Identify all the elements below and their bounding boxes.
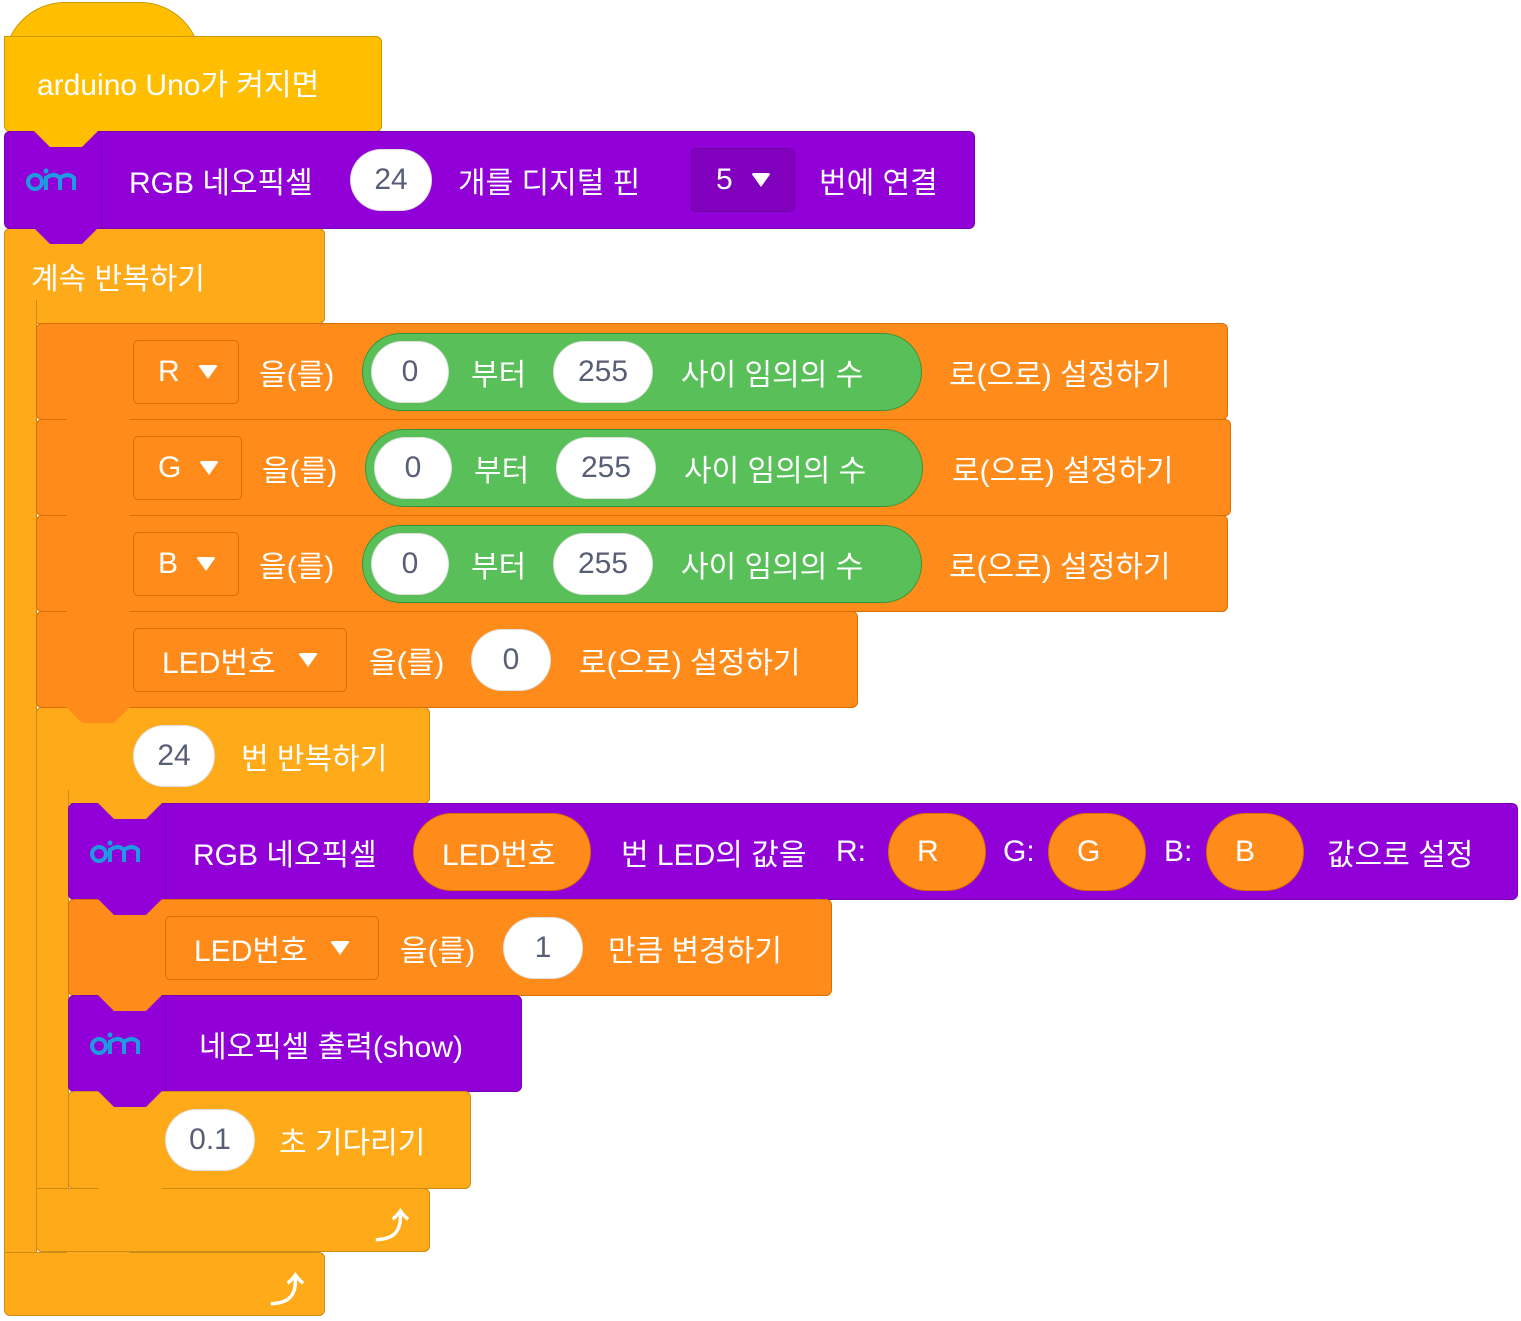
random-to-input[interactable]: 255: [553, 340, 653, 403]
b-label: B:: [1164, 834, 1193, 868]
neopixel-set-color-block[interactable]: RGB 네오픽셀 LED번호 번 LED의 값을 R: R G: G B: B …: [68, 803, 1518, 900]
block-notch: [34, 228, 98, 244]
forever-bottom: ⤴: [4, 1252, 325, 1316]
random-to-input[interactable]: 255: [553, 532, 653, 595]
random-to-input[interactable]: 255: [556, 436, 656, 499]
when-arduino-starts-block[interactable]: arduino Uno가 켜지면: [4, 36, 382, 132]
variable-name: B: [158, 546, 179, 580]
repeat-label: 번 반복하기: [241, 742, 388, 776]
chevron-down-icon: [750, 173, 771, 187]
connect-label: 번에 연결: [819, 167, 938, 200]
block-notch: [66, 515, 130, 531]
random-reporter[interactable]: 0 부터 255 사이 임의의 수: [362, 332, 922, 411]
set-label: 로(으로) 설정하기: [949, 550, 1171, 584]
wait-block[interactable]: 0.1 초 기다리기: [68, 1091, 471, 1189]
neopixel-show-block[interactable]: 네오픽셀 출력(show): [68, 995, 522, 1092]
by-label: 을(를): [400, 934, 476, 968]
hat-label: arduino Uno가 켜지면: [37, 69, 320, 103]
to-label: 을(를): [259, 358, 335, 392]
forever-label: 계속 반복하기: [31, 263, 205, 296]
block-notch: [66, 707, 130, 723]
chevron-down-icon: [196, 556, 217, 571]
chevron-down-icon: [297, 652, 318, 667]
value-input[interactable]: 0: [471, 628, 551, 691]
digital-pin-label: 개를 디지털 핀: [458, 167, 641, 200]
random-reporter[interactable]: 0 부터 255 사이 임의의 수: [365, 428, 923, 507]
set-label: 로(으로) 설정하기: [949, 358, 1171, 392]
led-number-reporter[interactable]: LED번호: [413, 812, 591, 891]
to-label: 을(를): [262, 454, 338, 488]
set-b-block[interactable]: B 을(를) 0 부터 255 사이 임의의 수 로(으로) 설정하기: [36, 515, 1228, 612]
wait-seconds-input[interactable]: 0.1: [165, 1109, 255, 1171]
block-notch: [98, 995, 162, 1011]
block-notch: [98, 803, 162, 819]
variable-name: R: [158, 354, 180, 388]
block-notch: [66, 611, 130, 627]
from-label: 부터: [471, 358, 527, 392]
random-reporter[interactable]: 0 부터 255 사이 임의의 수: [362, 524, 922, 603]
hat-notch: [34, 131, 98, 147]
to-label: 을(를): [369, 646, 445, 680]
random-label: 사이 임의의 수: [684, 454, 867, 488]
variable-dropdown[interactable]: B: [133, 531, 239, 596]
repeat-arm: [36, 790, 69, 1210]
variable-name: G: [158, 450, 182, 484]
variable-name: LED번호: [194, 934, 308, 968]
block-notch: [98, 899, 162, 915]
g-label: G:: [1003, 834, 1035, 868]
block-notch: [66, 1252, 130, 1268]
repeat-count-input[interactable]: 24: [133, 724, 215, 787]
pixel-count-input[interactable]: 24: [350, 149, 432, 211]
r-label: R:: [836, 834, 866, 868]
block-notch: [66, 419, 130, 435]
set-label: 로(으로) 설정하기: [952, 454, 1174, 488]
change-value-input[interactable]: 1: [503, 916, 583, 979]
loop-arrow-icon: ⤴: [375, 1208, 409, 1246]
set-led-block[interactable]: LED번호 을(를) 0 로(으로) 설정하기: [36, 611, 858, 708]
dm-logo-icon: [69, 804, 166, 899]
variable-dropdown[interactable]: LED번호: [133, 627, 347, 692]
to-label: 을(를): [259, 550, 335, 584]
led-value-label: 번 LED의 값을: [621, 838, 807, 872]
change-led-block[interactable]: LED번호 을(를) 1 만큼 변경하기: [68, 899, 832, 996]
chevron-down-icon: [197, 364, 218, 379]
neopixel-label: RGB 네오픽셀: [129, 167, 313, 200]
loop-arrow-icon: ⤴: [270, 1272, 304, 1310]
from-label: 부터: [474, 454, 530, 488]
b-reporter[interactable]: B: [1206, 812, 1304, 891]
wait-label: 초 기다리기: [279, 1127, 426, 1160]
repeat-bottom: ⤴: [36, 1188, 430, 1252]
show-label: 네오픽셀 출력(show): [199, 1030, 463, 1064]
from-label: 부터: [471, 550, 527, 584]
r-reporter[interactable]: R: [888, 812, 986, 891]
forever-arm: [4, 300, 37, 1300]
set-g-block[interactable]: G 을(를) 0 부터 255 사이 임의의 수 로(으로) 설정하기: [36, 419, 1231, 516]
block-notch: [98, 1091, 162, 1107]
variable-dropdown[interactable]: LED번호: [165, 915, 379, 980]
random-label: 사이 임의의 수: [681, 550, 864, 584]
pin-dropdown[interactable]: 5: [691, 148, 795, 212]
set-r-block[interactable]: R 을(를) 0 부터 255 사이 임의의 수 로(으로) 설정하기: [36, 323, 1228, 420]
variable-name: LED번호: [162, 646, 276, 680]
neopixel-label: RGB 네오픽셀: [193, 838, 377, 872]
forever-block[interactable]: 계속 반복하기: [4, 228, 325, 324]
dm-logo-icon: [5, 132, 102, 228]
random-from-input[interactable]: 0: [371, 340, 449, 403]
block-notch: [98, 1188, 162, 1204]
set-label: 로(으로) 설정하기: [579, 646, 801, 680]
variable-dropdown[interactable]: R: [133, 339, 239, 404]
chevron-down-icon: [199, 460, 220, 475]
chevron-down-icon: [329, 940, 350, 955]
pin-value: 5: [716, 163, 733, 196]
dm-logo-icon: [69, 996, 166, 1091]
set-color-label: 값으로 설정: [1327, 838, 1474, 872]
change-label: 만큼 변경하기: [608, 934, 782, 968]
random-from-input[interactable]: 0: [371, 532, 449, 595]
g-reporter[interactable]: G: [1048, 812, 1146, 891]
variable-dropdown[interactable]: G: [133, 435, 242, 500]
neopixel-init-block[interactable]: RGB 네오픽셀 24 개를 디지털 핀 5 번에 연결: [4, 131, 975, 229]
random-label: 사이 임의의 수: [681, 358, 864, 392]
random-from-input[interactable]: 0: [374, 436, 452, 499]
